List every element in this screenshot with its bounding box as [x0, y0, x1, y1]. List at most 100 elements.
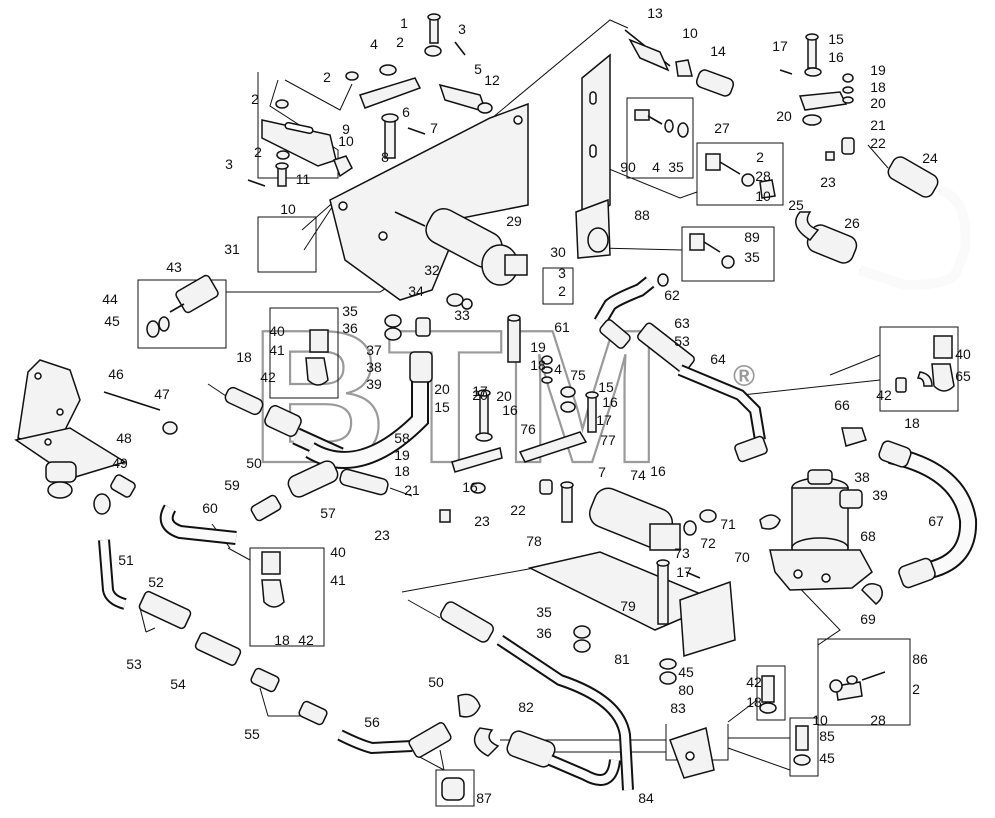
callout-number: 39 [366, 376, 382, 392]
callout-number: 36 [536, 625, 552, 641]
callout-number: 63 [674, 315, 690, 331]
upper-center-fasteners [624, 29, 776, 269]
callout-number: 55 [244, 726, 260, 742]
callout-number: 74 [630, 467, 646, 483]
callout-number: 2 [558, 283, 566, 299]
callout-number: 35 [536, 604, 552, 620]
callout-number: 52 [148, 574, 164, 590]
callout-number: 56 [364, 714, 380, 730]
callout-number: 32 [424, 262, 440, 278]
callout-number: 44 [102, 291, 118, 307]
callout-number: 31 [224, 241, 240, 257]
callout-number: 2 [251, 91, 259, 107]
callout-number: 42 [260, 369, 276, 385]
callout-number: 50 [428, 674, 444, 690]
callout-number: 81 [614, 651, 630, 667]
brake-lines-left [93, 474, 481, 801]
callout-number: 6 [402, 104, 410, 120]
callout-number: 15 [434, 399, 450, 415]
callout-number: 4 [370, 36, 378, 52]
callout-number: 84 [638, 790, 654, 806]
callout-number: 40 [955, 346, 971, 362]
callout-number: 2 [396, 34, 404, 50]
callout-number: 10 [338, 133, 354, 149]
callout-number: 2 [254, 144, 262, 160]
callout-number: 16 [602, 394, 618, 410]
callout-number: 8 [381, 149, 389, 165]
cable-assembly-24 [779, 33, 971, 291]
callout-number: 3 [558, 265, 566, 281]
callout-number: 36 [342, 320, 358, 336]
callout-number: 28 [755, 168, 771, 184]
tubes-61-64 [593, 273, 933, 463]
callout-number: 17 [472, 383, 488, 399]
callout-number: 40 [269, 323, 285, 339]
callout-number: 27 [714, 120, 730, 136]
callout-number: 48 [116, 430, 132, 446]
callout-number: 2 [756, 149, 764, 165]
callout-number: 78 [526, 533, 542, 549]
callout-number: 19 [530, 339, 546, 355]
callout-number: 51 [118, 552, 134, 568]
callout-number: 41 [330, 572, 346, 588]
callout-number: 83 [670, 700, 686, 716]
callout-number: 18 [746, 694, 762, 710]
callout-number: 49 [112, 455, 128, 471]
callout-number: 45 [678, 664, 694, 680]
callout-number: 88 [634, 207, 650, 223]
callout-number: 38 [854, 469, 870, 485]
callout-number: 50 [246, 455, 262, 471]
callout-number: 86 [912, 651, 928, 667]
callout-number: 25 [788, 197, 804, 213]
callout-number: 57 [320, 505, 336, 521]
callout-number: 20 [434, 381, 450, 397]
callout-number: 79 [620, 598, 636, 614]
callout-number: 14 [710, 43, 726, 59]
callout-number: 60 [202, 500, 218, 516]
callout-number: 16 [650, 463, 666, 479]
callout-number: 16 [828, 49, 844, 65]
callout-number: 77 [600, 432, 616, 448]
callout-number: 16 [502, 402, 518, 418]
callout-number: 80 [678, 682, 694, 698]
callout-number: 45 [104, 313, 120, 329]
callout-number: 43 [166, 259, 182, 275]
callout-number: 1 [400, 15, 408, 31]
callout-number: 28 [870, 712, 886, 728]
callout-number: 41 [269, 342, 285, 358]
valve-assembly-68 [683, 427, 978, 701]
callout-number: 35 [342, 303, 358, 319]
callout-number: 26 [844, 215, 860, 231]
callout-number: 72 [700, 535, 716, 551]
callout-number: 18 [236, 349, 252, 365]
callout-number: 18 [904, 415, 920, 431]
callout-number: 10 [755, 188, 771, 204]
callout-number: 73 [674, 545, 690, 561]
callout-number: 34 [408, 283, 424, 299]
callout-number: 37 [366, 342, 382, 358]
callout-number: 89 [744, 229, 760, 245]
callout-number: 71 [720, 516, 736, 532]
callout-number: 4 [652, 159, 660, 175]
callout-number: 65 [955, 368, 971, 384]
callout-number: 22 [510, 502, 526, 518]
callout-number: 15 [598, 379, 614, 395]
callout-number: 53 [674, 333, 690, 349]
callout-number: 23 [374, 527, 390, 543]
callout-number: 7 [430, 120, 438, 136]
callout-number: 2 [323, 69, 331, 85]
callout-number: 21 [870, 117, 886, 133]
left-fittings [14, 274, 219, 499]
callout-number: 5 [474, 61, 482, 77]
callout-number: 20 [496, 388, 512, 404]
callout-number: 16 [462, 479, 478, 495]
callout-number: 35 [744, 249, 760, 265]
callout-number: 90 [620, 159, 636, 175]
upper-left-bracket-assembly [247, 13, 493, 187]
callout-number: 75 [570, 367, 586, 383]
cable-82-84 [407, 599, 811, 791]
callout-number: 70 [734, 549, 750, 565]
